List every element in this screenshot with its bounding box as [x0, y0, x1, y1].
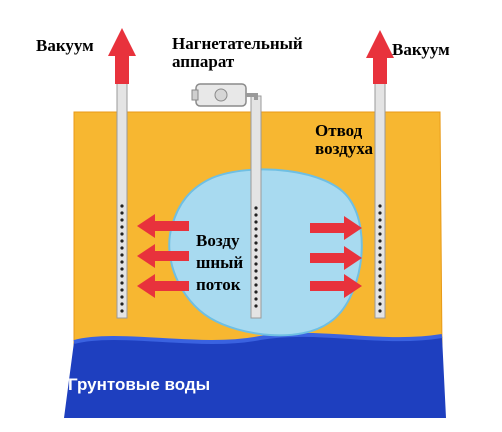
perforation-dot: [378, 260, 382, 264]
perforation-dot: [254, 248, 258, 252]
perforation-dot: [378, 267, 382, 271]
perforation-dot: [254, 241, 258, 245]
exhaust-label: Отвод воздуха: [315, 122, 373, 158]
perforation-dot: [120, 295, 124, 299]
perforation-dot: [254, 234, 258, 238]
vacuum-arrow-left-icon: [108, 28, 136, 84]
perforation-dot: [120, 302, 124, 306]
perforation-dot: [254, 290, 258, 294]
perforation-dot: [378, 253, 382, 257]
airflow-label-line-2: шный: [196, 253, 244, 272]
perforation-dot: [254, 283, 258, 287]
arrow-left-icon: [137, 244, 189, 268]
blower-icon: [191, 83, 258, 107]
groundwater-layer: [64, 334, 446, 418]
perforation-dot: [120, 309, 124, 313]
perforation-dot: [120, 260, 124, 264]
perforation-dot: [254, 227, 258, 231]
perforation-dot: [120, 232, 124, 236]
perforation-dot: [378, 232, 382, 236]
blower-label-line-1: Нагнетательный: [172, 34, 303, 53]
groundwater-surface: [73, 332, 443, 344]
airflow-arrows-left: [137, 214, 189, 298]
perforation-dot: [120, 239, 124, 243]
groundwater-label: Грунтовые воды: [68, 375, 211, 394]
perforation-dot: [378, 204, 382, 208]
perforation-dot: [378, 211, 382, 215]
perforation-dot: [254, 213, 258, 217]
vacuum-label-left: Вакуум: [36, 36, 94, 55]
perforation-dot: [120, 211, 124, 215]
perforation-dot: [378, 288, 382, 292]
airflow-label-line-1: Возду: [196, 231, 240, 250]
blower-label-line-2: аппарат: [172, 52, 235, 71]
vacuum-arrow-right-icon: [366, 30, 394, 84]
arrow-right-icon: [310, 274, 362, 298]
perforation-dot: [378, 274, 382, 278]
arrow-right-icon: [310, 216, 362, 240]
perforation-dot: [120, 288, 124, 292]
perforation-dot: [378, 295, 382, 299]
perforation-dot: [378, 309, 382, 313]
perforation-dot: [120, 225, 124, 229]
airflow-label: Возду шный поток: [196, 230, 243, 296]
perforation-dot: [254, 276, 258, 280]
arrow-right-icon: [310, 246, 362, 270]
perforation-dot: [254, 262, 258, 266]
perforation-dot: [254, 206, 258, 210]
perforation-dot: [120, 204, 124, 208]
perforation-dot: [120, 281, 124, 285]
perforation-dot: [378, 239, 382, 243]
perforation-dot: [378, 218, 382, 222]
perforation-dot: [254, 297, 258, 301]
perforation-dot: [120, 274, 124, 278]
perforation-dot: [378, 302, 382, 306]
perforation-dot: [254, 269, 258, 273]
perforation-dot: [378, 225, 382, 229]
perforation-dot: [120, 218, 124, 222]
perforation-dot: [254, 304, 258, 308]
arrow-left-icon: [137, 274, 189, 298]
exhaust-label-line-1: Отвод: [315, 121, 363, 140]
perforation-dot: [120, 267, 124, 271]
airflow-label-line-3: поток: [196, 275, 241, 294]
vacuum-label-right: Вакуум: [392, 40, 450, 59]
perforation-dot: [378, 281, 382, 285]
perforation-dot: [254, 255, 258, 259]
airflow-arrows-right: [310, 216, 362, 298]
blower-label: Нагнетательный аппарат: [172, 35, 303, 71]
perforation-dot: [120, 253, 124, 257]
perforation-dot: [254, 220, 258, 224]
perforation-dot: [120, 246, 124, 250]
perforation-dot: [378, 246, 382, 250]
exhaust-label-line-2: воздуха: [315, 139, 373, 158]
arrow-left-icon: [137, 214, 189, 238]
well-perforations: [120, 204, 382, 313]
